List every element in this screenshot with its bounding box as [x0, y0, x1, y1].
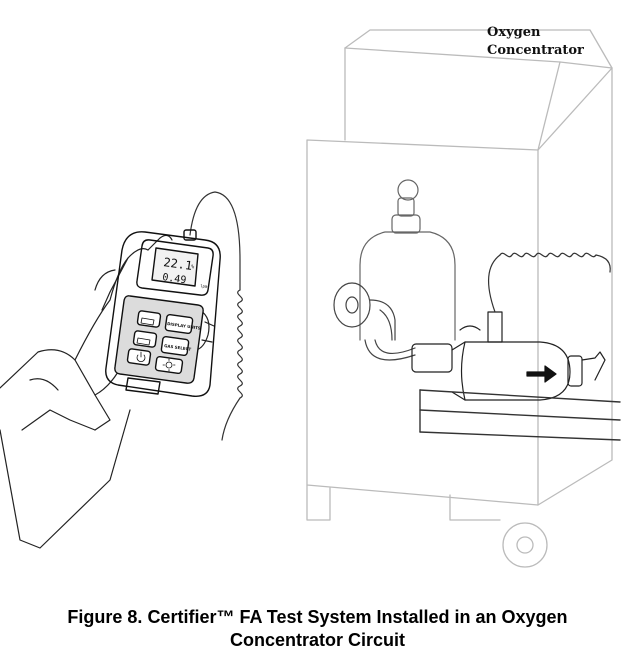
key-gas-select: GAS SELECT [164, 343, 192, 352]
reading-bottom-unit: lpm [200, 283, 208, 289]
oxygen-concentrator-callout: Oxygen Concentrator [487, 24, 584, 60]
meter-key-labels: DISPLAY UNITS GAS SELECT [164, 321, 201, 352]
power-icon [136, 351, 146, 363]
meter-lcd-readings: 22.1 % 0.49 lpm [162, 255, 209, 289]
reading-bottom: 0.49 [162, 272, 187, 286]
record-icon [136, 337, 151, 346]
flow-direction-arrow [526, 365, 557, 383]
key-display-units: DISPLAY UNITS [167, 321, 201, 331]
oxygen-concentrator-cabinet [306, 29, 613, 521]
callout-line-1: Oxygen [487, 25, 541, 40]
hand-holding-meter [0, 234, 215, 549]
caster-wheel [502, 522, 548, 568]
certifier-fa-meter [105, 229, 221, 397]
line-drawing-illustration: 22.1 % 0.49 lpm DISPLAY UNITS GAS SELECT [0, 29, 621, 568]
reading-top-unit: % [191, 264, 195, 270]
backlight-icon [165, 361, 173, 369]
meter-coiled-cable [189, 191, 243, 441]
oxygen-cylinder [359, 179, 456, 341]
figure-caption: Figure 8. Certifier™ FA Test System Inst… [0, 606, 635, 652]
callout-line-2: Concentrator [487, 43, 584, 58]
caption-line-2: Concentrator Circuit [229, 630, 406, 650]
caption-line-1: Figure 8. Certifier™ FA Test System Inst… [67, 607, 568, 627]
meter-key-icons [136, 317, 176, 372]
battery-icon [140, 317, 155, 326]
flow-adapter [333, 282, 416, 361]
flow-sensor [411, 311, 606, 401]
equipment-shelf [419, 389, 621, 441]
sensor-coiled-cable [487, 252, 611, 313]
reading-top: 22.1 [163, 255, 194, 273]
